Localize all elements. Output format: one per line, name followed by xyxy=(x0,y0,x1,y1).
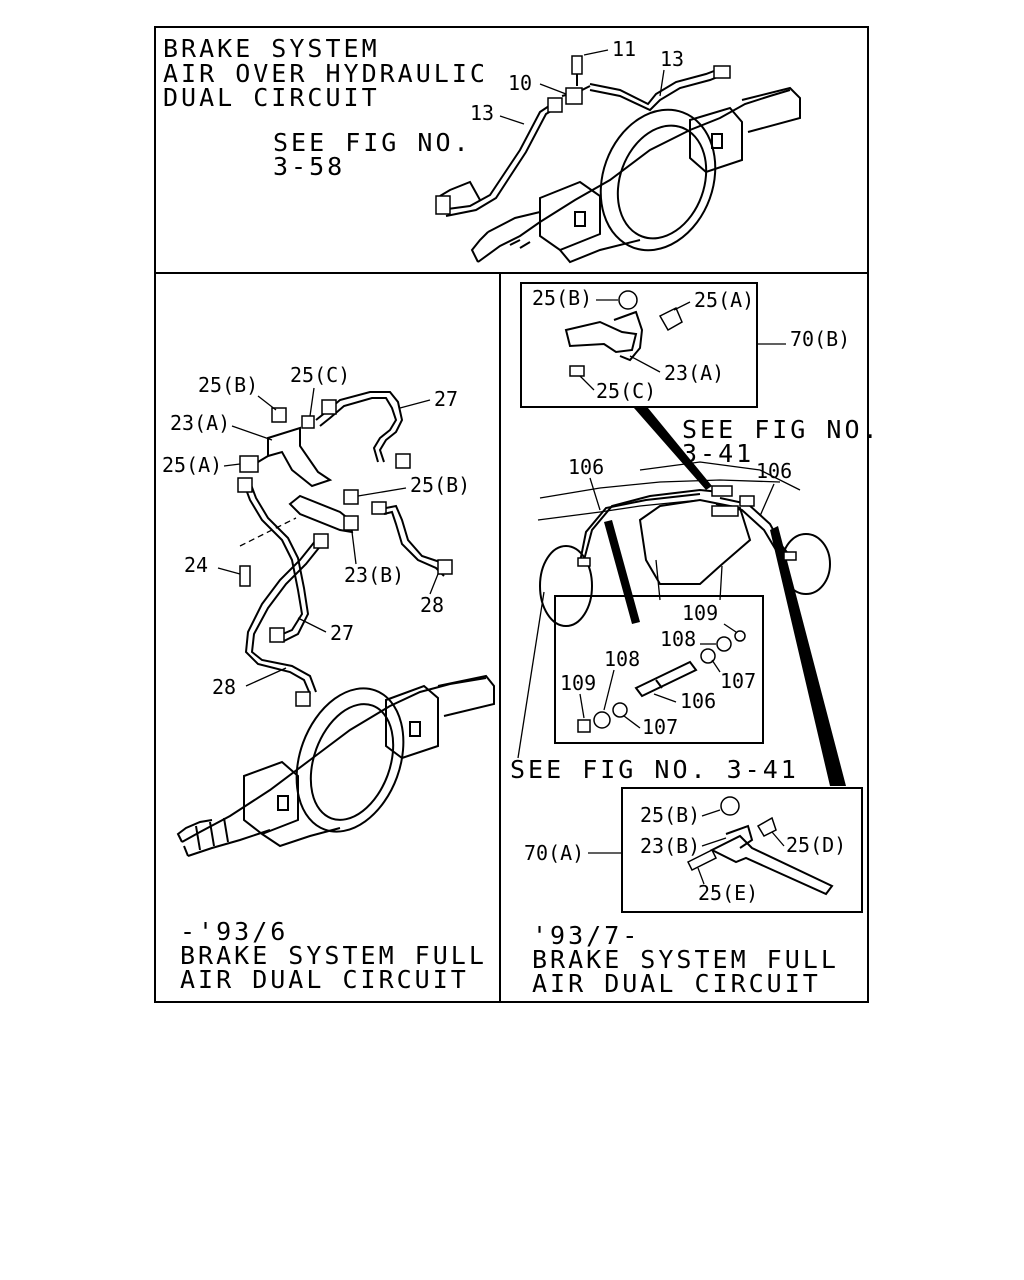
callout-11: 11 xyxy=(612,37,636,61)
callout-25c: 25(C) xyxy=(290,363,350,387)
right-period: '93/7- xyxy=(532,921,640,950)
callout-25b-inset-b: 25(B) xyxy=(532,286,592,310)
callout-28-right: 28 xyxy=(420,593,444,617)
top-see-fig-line-1: SEE FIG NO. xyxy=(273,128,472,157)
callout-107-lower: 107 xyxy=(642,715,678,739)
callout-109-lower: 109 xyxy=(560,671,596,695)
callout-27-upper: 27 xyxy=(434,387,458,411)
top-callouts: 11 10 13 13 xyxy=(470,37,684,125)
right-title-line-2: AIR DUAL CIRCUIT xyxy=(532,969,821,998)
callout-24: 24 xyxy=(184,553,208,577)
callout-23b-inset-a: 23(B) xyxy=(640,834,700,858)
callout-25c-inset-b: 25(C) xyxy=(596,379,656,403)
callout-106-hose-right: 106 xyxy=(756,459,792,483)
left-callouts: 25(B) 25(C) 27 23(A) 25(A) 25(B) 24 23(B… xyxy=(162,363,470,699)
panel-full-air-late: 25(B) 25(A) 23(A) 25(C) 70(B) SEE FIG NO… xyxy=(510,282,881,998)
bracket-23b-assembly xyxy=(239,489,453,587)
pointer-wedges xyxy=(604,408,846,786)
panel-air-over-hydraulic: BRAKE SYSTEM AIR OVER HYDRAULIC DUAL CIR… xyxy=(163,34,801,264)
callout-13-left: 13 xyxy=(470,101,494,125)
panel-full-air-early: 25(B) 25(C) 27 23(A) 25(A) 25(B) 24 23(B… xyxy=(162,363,495,994)
callout-25b-lower: 25(B) xyxy=(410,473,470,497)
callout-106-hose-left: 106 xyxy=(568,455,604,479)
chassis-sketch: 106 106 xyxy=(517,455,831,759)
see-fig-top-line-2: 3-41 xyxy=(682,439,754,468)
top-title-line-3: DUAL CIRCUIT xyxy=(163,83,380,112)
inset-70a: 25(B) 23(B) 25(D) 25(E) 70(A) xyxy=(524,787,863,913)
rear-axle-housing-top xyxy=(470,86,801,264)
brake-pipes-top xyxy=(435,55,731,217)
callout-23b: 23(B) xyxy=(344,563,404,587)
callout-25e-inset-a: 25(E) xyxy=(698,881,758,905)
callout-27-lower: 27 xyxy=(330,621,354,645)
callout-13-right: 13 xyxy=(660,47,684,71)
left-title-line-1: BRAKE SYSTEM FULL xyxy=(180,941,487,970)
ref-70b: 70(B) xyxy=(790,327,850,351)
callout-10: 10 xyxy=(508,71,532,95)
rear-axle-housing-left xyxy=(176,674,495,857)
callout-108-upper: 108 xyxy=(660,627,696,651)
inset-70b: 25(B) 25(A) 23(A) 25(C) 70(B) xyxy=(520,282,850,408)
see-fig-top-line-1: SEE FIG NO. xyxy=(682,415,881,444)
callout-23a-inset-b: 23(A) xyxy=(664,361,724,385)
left-title-line-2: AIR DUAL CIRCUIT xyxy=(180,965,469,994)
callout-107-upper: 107 xyxy=(720,669,756,693)
callout-25a: 25(A) xyxy=(162,453,222,477)
inset-hose-fittings: 109 108 107 108 109 106 107 xyxy=(554,595,764,744)
callout-28-left: 28 xyxy=(212,675,236,699)
top-see-fig-line-2: 3-58 xyxy=(273,152,345,181)
callout-108-lower: 108 xyxy=(604,647,640,671)
top-title-line-2: AIR OVER HYDRAULIC xyxy=(163,59,488,88)
diagram-frame xyxy=(154,26,869,1003)
callout-25d-inset-a: 25(D) xyxy=(786,833,846,857)
callout-106-inset: 106 xyxy=(680,689,716,713)
callout-25a-inset-b: 25(A) xyxy=(694,288,754,312)
callout-25b-inset-a: 25(B) xyxy=(640,803,700,827)
brake-pipes-left xyxy=(237,477,329,707)
top-title-line-1: BRAKE SYSTEM xyxy=(163,34,380,63)
right-title-line-1: BRAKE SYSTEM FULL xyxy=(532,945,839,974)
bracket-23a-assembly xyxy=(239,391,411,488)
callout-23a: 23(A) xyxy=(170,411,230,435)
ref-70a: 70(A) xyxy=(524,841,584,865)
callout-109-upper: 109 xyxy=(682,601,718,625)
left-period: -'93/6 xyxy=(180,917,288,946)
callout-25b-upper: 25(B) xyxy=(198,373,258,397)
see-fig-bottom: SEE FIG NO. 3-41 xyxy=(510,755,799,784)
